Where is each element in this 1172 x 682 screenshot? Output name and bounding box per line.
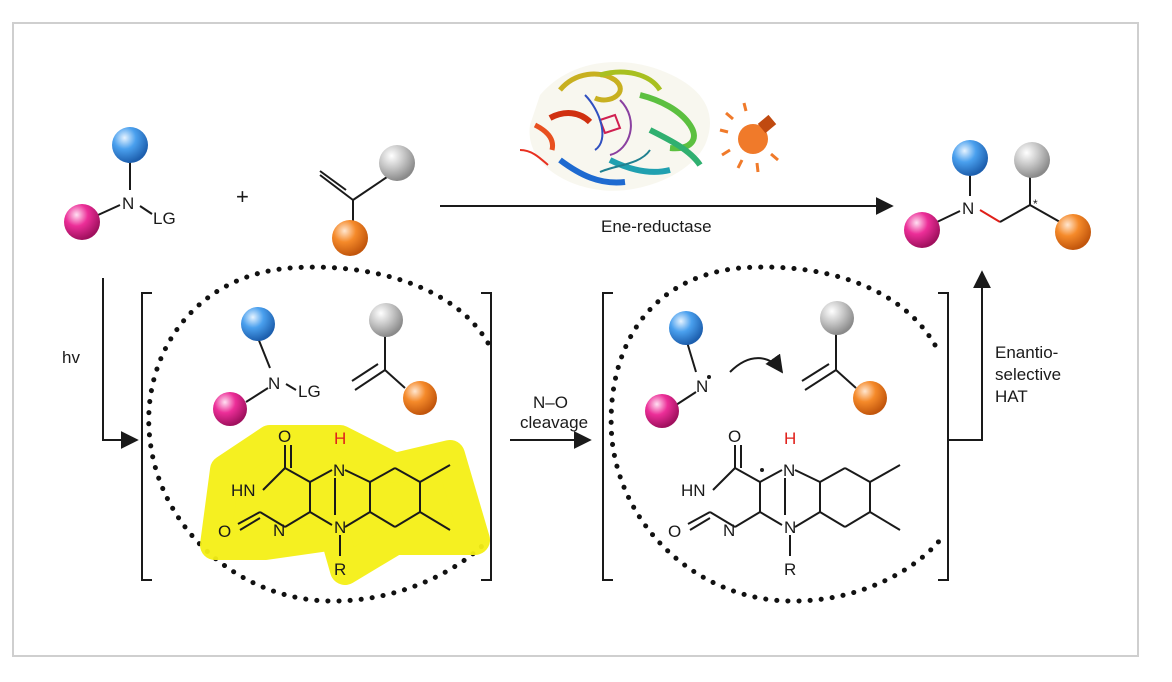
no-cleavage-label-1: N–O [533,393,568,412]
blue-sphere [241,307,275,341]
right-bracket [938,292,949,581]
nitrogen-label: N [268,374,280,393]
flavin-highlighted: O HN O N H N N R [200,425,490,585]
reactant-amine: N LG [64,127,176,240]
n5-nitrogen: N [333,461,345,480]
right-bracket [481,292,492,581]
orange-sphere [332,220,368,256]
leaving-group-label: LG [298,382,321,401]
intermediate-complex-2: N [602,264,949,604]
nitrogen-label: N [122,194,134,213]
magenta-sphere [64,204,100,240]
orange-sphere [403,381,437,415]
blue-sphere [952,140,988,176]
hv-label: hv [62,348,80,367]
r-group: R [784,560,796,579]
orange-sphere [1055,214,1091,250]
gray-sphere [1014,142,1050,178]
hat-label-3: HAT [995,387,1028,406]
carbonyl-oxygen: O [668,522,681,541]
n1-nitrogen: N [723,521,735,540]
no-cleavage-label-2: cleavage [520,413,588,432]
gray-sphere [379,145,415,181]
product: N * [904,140,1091,250]
n5-hydrogen: H [334,429,346,448]
carbonyl-oxygen: O [278,427,291,446]
reactant-alkene [319,145,415,256]
nitrogen-label: N [962,199,974,218]
magenta-sphere [645,394,679,428]
stereocenter-mark: * [1033,197,1038,211]
n5-nitrogen: N [783,461,795,480]
carbonyl-oxygen: O [728,427,741,446]
hv-arrow [102,278,139,449]
leaving-group-label: LG [153,209,176,228]
left-bracket [141,292,152,581]
n5-hydrogen: H [784,429,796,448]
radical-dot [707,375,711,379]
intermediate-complex-1: N LG [141,264,492,604]
ene-reductase-label: Ene-reductase [601,217,712,236]
carbonyl-oxygen: O [218,522,231,541]
blue-sphere [669,311,703,345]
n10-nitrogen: N [334,518,346,537]
hat-label-1: Enantio- [995,343,1058,362]
radical-addition-arrow [729,353,784,374]
gray-sphere [369,303,403,337]
protein-structure-icon [519,62,710,191]
nitrogen-radical-label: N [696,377,708,396]
r-group: R [334,560,346,579]
gray-sphere [820,301,854,335]
plus-sign: + [236,184,249,209]
left-bracket [602,292,613,581]
active-site-dotted-outline [608,264,943,604]
radical-dot [760,468,764,472]
n10-nitrogen: N [784,518,796,537]
hat-label-2: selective [995,365,1061,384]
magenta-sphere [213,392,247,426]
lightbulb-icon [719,102,779,173]
orange-sphere [853,381,887,415]
magenta-sphere [904,212,940,248]
blue-sphere [112,127,148,163]
imide-nh: HN [231,481,256,500]
flavin-semiquinone: O HN O N H N N R [668,427,901,579]
active-site-dotted-outline [146,264,491,604]
imide-nh: HN [681,481,706,500]
n1-nitrogen: N [273,521,285,540]
hat-arrow [948,270,991,441]
